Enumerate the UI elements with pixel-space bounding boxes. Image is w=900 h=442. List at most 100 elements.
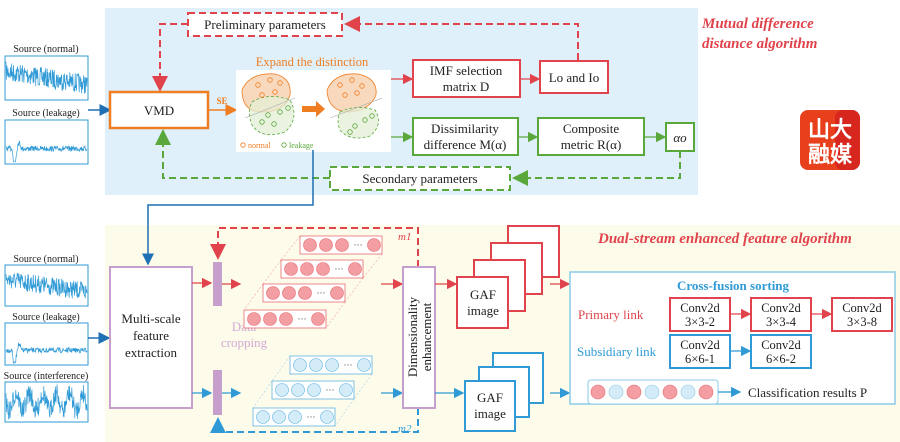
source-leakage-waveform xyxy=(4,119,89,165)
conv2d-label: 3×3-2 xyxy=(685,315,715,329)
conv2d-label: 3×3-8 xyxy=(847,315,877,329)
conv2d-label: 3×3-4 xyxy=(766,315,797,329)
dimensionality-box xyxy=(402,266,436,409)
waveform-frame xyxy=(4,322,89,366)
feature-cell xyxy=(307,383,321,397)
normal-point xyxy=(255,82,261,88)
ellipsis: ··· xyxy=(307,412,316,422)
output-dot xyxy=(626,384,642,400)
conv2d-label: Conv2d xyxy=(761,301,801,315)
dim-line2: enhancement xyxy=(419,302,434,371)
multiscale-line2: feature xyxy=(133,328,169,343)
leakage-point xyxy=(362,117,368,123)
ellipsis: ··· xyxy=(335,264,344,274)
conv2d-block xyxy=(831,297,893,332)
leakage-point xyxy=(369,113,375,119)
feature-cell xyxy=(275,383,289,397)
svg-text:融媒: 融媒 xyxy=(808,142,853,168)
guide-line xyxy=(243,283,264,311)
feature-cell xyxy=(367,238,381,252)
conv2d-label: Conv2d xyxy=(761,338,801,352)
feature-cell xyxy=(272,410,286,424)
feature-cell xyxy=(335,238,349,252)
classification-label: Classification results P xyxy=(748,385,867,400)
m2-feedback-loop xyxy=(210,408,419,433)
cross-fusion-box xyxy=(569,271,896,405)
gaf-red-line1: GAF xyxy=(470,287,496,302)
imf-label-line1: IMF selection xyxy=(430,63,503,78)
guide-line xyxy=(362,253,383,279)
feature-cell xyxy=(348,262,362,276)
multiscale-line1: Multi-scale xyxy=(121,311,180,326)
output-dots xyxy=(590,384,714,400)
primary-link-label: Primary link xyxy=(578,307,644,322)
vmd-box xyxy=(108,90,210,130)
guide-line xyxy=(280,235,301,261)
dissimilarity-box xyxy=(412,117,519,156)
waveform-frame xyxy=(4,264,89,307)
legend-normal-icon xyxy=(240,142,246,148)
m2-label: m2 xyxy=(398,423,412,435)
feature-cell xyxy=(316,262,330,276)
lo-io-box xyxy=(539,60,609,94)
leakage-point xyxy=(271,121,277,127)
feature-cell xyxy=(279,312,293,326)
legend-leakage-label: leakage xyxy=(289,141,314,150)
feature-cell xyxy=(263,312,277,326)
conv2d-label: 6×6-2 xyxy=(766,352,796,366)
lo-io-label: Lo and Io xyxy=(549,70,600,85)
vmd-label: VMD xyxy=(144,103,174,118)
waveform-signal xyxy=(5,342,88,364)
m1-label: m1 xyxy=(398,231,411,243)
b-source-leakage-label: Source (leakage) xyxy=(12,312,79,323)
alpha-box xyxy=(665,122,695,152)
leakage-point xyxy=(277,109,283,115)
output-dot xyxy=(662,384,678,400)
normal-point xyxy=(267,77,273,83)
connector-to-multiscale xyxy=(142,150,314,266)
feature-cell xyxy=(325,358,339,372)
multiscale-box xyxy=(109,266,193,409)
feature-cell xyxy=(288,410,302,424)
leakage-point xyxy=(285,105,291,111)
svg-text:山大: 山大 xyxy=(808,118,852,143)
output-dot xyxy=(698,384,714,400)
leakage-point xyxy=(352,123,358,129)
cluster-dots xyxy=(255,77,375,135)
source-normal-label: Source (normal) xyxy=(13,44,78,55)
dim-line1: Dimensionality xyxy=(405,296,420,377)
bottom-title: Dual-stream enhanced feature algorithm xyxy=(597,231,852,247)
imf-selection-box xyxy=(412,59,521,98)
feature-cell xyxy=(282,286,296,300)
subsidiary-link-label: Subsidiary link xyxy=(577,344,657,359)
composite-label-line1: Composite xyxy=(563,121,620,136)
normal-point xyxy=(259,92,265,98)
normal-point xyxy=(359,83,365,89)
b-source-interference-label: Source (interference) xyxy=(4,371,89,382)
feature-rows: ····················· xyxy=(243,235,383,427)
feature-cell xyxy=(291,383,305,397)
composite-label-line2: metric R(α) xyxy=(561,137,622,152)
leakage-cluster-left xyxy=(249,96,295,136)
conv2d-label: Conv2d xyxy=(680,338,720,352)
output-dot xyxy=(644,384,660,400)
legend-normal-label: normal xyxy=(248,141,271,150)
crop-bar-blue xyxy=(213,370,222,415)
cross-fusion-title: Cross-fusion sorting xyxy=(677,278,790,293)
feature-cell xyxy=(311,312,325,326)
expand-arrow-icon xyxy=(302,101,325,117)
guide-line xyxy=(344,277,364,303)
ellipsis: ··· xyxy=(317,288,326,298)
output-dot xyxy=(608,384,624,400)
guide-line xyxy=(262,259,282,285)
leakage-point xyxy=(347,129,353,135)
gaf-blue-line1: GAF xyxy=(477,390,503,405)
preliminary-parameters-box xyxy=(187,12,343,37)
gaf-image-red xyxy=(456,276,509,329)
feature-cell xyxy=(320,410,334,424)
feature-cell xyxy=(309,358,323,372)
normal-point xyxy=(342,92,348,98)
feature-cell xyxy=(293,358,307,372)
feature-cell xyxy=(298,286,312,300)
secondary-loop-left xyxy=(155,129,330,179)
